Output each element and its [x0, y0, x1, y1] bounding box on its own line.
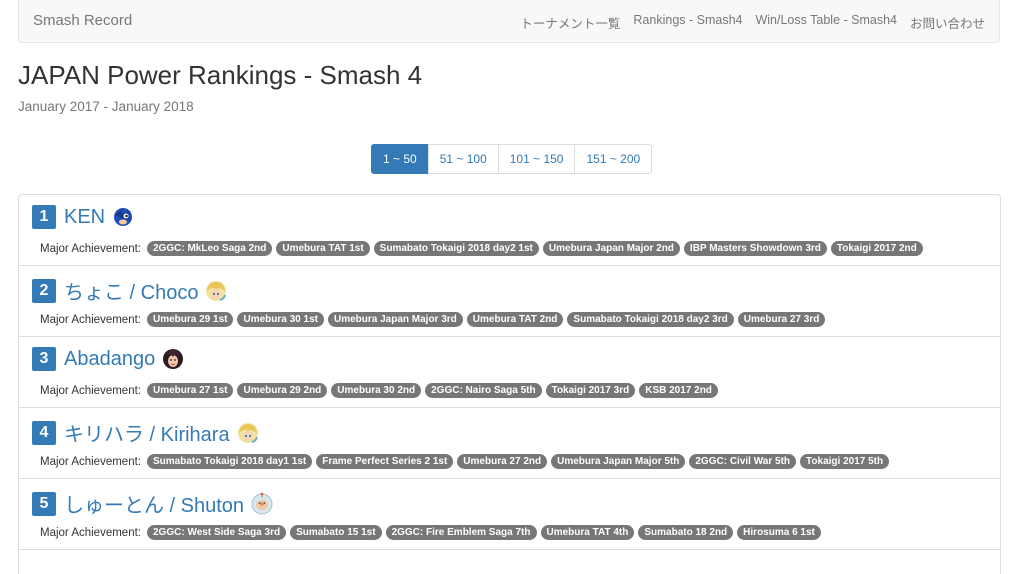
achievement-badge[interactable]: IBP Masters Showdown 3rd	[683, 241, 827, 256]
page-subtitle: January 2017 - January 2018	[18, 99, 194, 114]
rank-badge: 5	[32, 491, 56, 516]
player-name-link[interactable]: Abadango	[64, 347, 156, 370]
achievement-badge[interactable]: Umebura TAT 4th	[540, 525, 635, 540]
nav-link-rankings[interactable]: Rankings - Smash4	[633, 13, 743, 27]
ranking-header: 4 キリハラ / Kirihara	[32, 418, 260, 447]
rank-badge: 4	[32, 420, 56, 445]
rankings-list: 1 KEN Major Achievement: 2GGC: MkLeo Saga 2…	[18, 194, 1001, 574]
achievement-badge[interactable]: Tokaigi 2017 3rd	[545, 383, 636, 398]
ranking-row: 1 KEN Major Achievement: 2GGC: MkLeo Saga 2…	[19, 195, 1000, 266]
achievement-badge[interactable]: Umebura Japan Major 3rd	[327, 312, 463, 327]
achievements-row: Major Achievement: Sumabato Tokaigi 2018 …	[40, 454, 890, 469]
achievement-badge[interactable]: Umebura 30 2nd	[331, 383, 422, 398]
achievement-badge[interactable]: Umebura 27 1st	[147, 383, 234, 398]
nav-link-winloss[interactable]: Win/Loss Table - Smash4	[755, 13, 897, 27]
achievement-label: Major Achievement:	[40, 242, 141, 255]
achievement-badge[interactable]: 2GGC: Civil War 5th	[689, 454, 797, 469]
achievement-badge[interactable]: Umebura 29 2nd	[237, 383, 328, 398]
player-name-link[interactable]: キリハラ / Kirihara	[64, 424, 230, 446]
achievement-badge[interactable]: Umebura 29 1st	[147, 312, 234, 327]
rosalina-icon	[204, 279, 228, 303]
achievement-badge[interactable]: Sumabato 15 1st	[290, 525, 382, 540]
player-name-link[interactable]: ちょこ / Choco	[64, 282, 199, 304]
achievement-badge[interactable]: Hirosuma 6 1st	[737, 525, 821, 540]
achievement-badge[interactable]: 2GGC: Fire Emblem Saga 7th	[385, 525, 537, 540]
achievement-label: Major Achievement:	[40, 526, 141, 539]
rank-badge: 1	[32, 205, 56, 229]
achievement-badge[interactable]: Sumabato Tokaigi 2018 day2 3rd	[567, 312, 734, 327]
achievement-label: Major Achievement:	[40, 455, 141, 468]
achievement-label: Major Achievement:	[40, 384, 141, 397]
olimar-icon	[250, 492, 274, 516]
achievement-badge[interactable]: 2GGC: MkLeo Saga 2nd	[147, 241, 273, 256]
page-button-1-50[interactable]: 1 ~ 50	[371, 144, 429, 174]
achievement-badge[interactable]: Umebura TAT 2nd	[466, 312, 564, 327]
rosalina-icon	[236, 421, 260, 445]
achievement-badge[interactable]: Sumabato 18 2nd	[638, 525, 734, 540]
nav-link-contact[interactable]: お問い合わせ	[909, 17, 985, 31]
nav-link-tournaments[interactable]: トーナメント一覧	[520, 17, 621, 31]
achievement-badge[interactable]: Umebura 27 2nd	[457, 454, 548, 469]
achievement-badge[interactable]: 2GGC: West Side Saga 3rd	[147, 525, 287, 540]
achievement-badge[interactable]: Umebura Japan Major 2nd	[542, 241, 680, 256]
page-button-101-150[interactable]: 101 ~ 150	[497, 144, 576, 174]
achievement-badge[interactable]: Tokaigi 2017 5th	[800, 454, 890, 469]
navbar: Smash Record トーナメント一覧 Rankings - Smash4 …	[18, 0, 1000, 43]
rank-badge: 2	[32, 278, 56, 303]
achievement-badge[interactable]: Sumabato Tokaigi 2018 day1 1st	[147, 454, 313, 469]
bayonetta-icon	[161, 347, 185, 371]
ranking-header: 1 KEN	[32, 205, 135, 229]
page-button-151-200[interactable]: 151 ~ 200	[574, 144, 653, 174]
player-name-link[interactable]: しゅーとん / Shuton	[64, 495, 245, 517]
brand-link[interactable]: Smash Record	[33, 12, 133, 29]
ranking-header: 2 ちょこ / Choco	[32, 276, 228, 305]
page-button-51-100[interactable]: 51 ~ 100	[427, 144, 499, 174]
achievement-badge[interactable]: Sumabato Tokaigi 2018 day2 1st	[373, 241, 539, 256]
achievement-badge[interactable]: Umebura Japan Major 5th	[551, 454, 686, 469]
achievement-label: Major Achievement:	[40, 313, 141, 326]
player-name-link[interactable]: KEN	[64, 205, 106, 228]
achievements-row: Major Achievement: 2GGC: West Side Saga 3…	[40, 525, 821, 540]
achievement-badge[interactable]: 2GGC: Nairo Saga 5th	[425, 383, 542, 398]
achievement-badge[interactable]: Umebura 27 3rd	[737, 312, 826, 327]
nav-links: トーナメント一覧 Rankings - Smash4 Win/Loss Tabl…	[520, 13, 985, 32]
achievement-badge[interactable]: Umebura 30 1st	[237, 312, 324, 327]
achievement-badge[interactable]: KSB 2017 2nd	[639, 383, 718, 398]
pagination: 1 ~ 50 51 ~ 100 101 ~ 150 151 ~ 200	[371, 144, 653, 174]
achievement-badge[interactable]: Tokaigi 2017 2nd	[830, 241, 923, 256]
rank-badge: 3	[32, 347, 56, 371]
sonic-icon	[111, 205, 135, 229]
achievement-badge[interactable]: Frame Perfect Series 2 1st	[316, 454, 454, 469]
ranking-header: 5 しゅーとん / Shuton	[32, 489, 274, 518]
achievement-badge[interactable]: Umebura TAT 1st	[276, 241, 370, 256]
ranking-header: 3 Abadango	[32, 347, 185, 371]
page-title: JAPAN Power Rankings - Smash 4	[18, 60, 423, 90]
